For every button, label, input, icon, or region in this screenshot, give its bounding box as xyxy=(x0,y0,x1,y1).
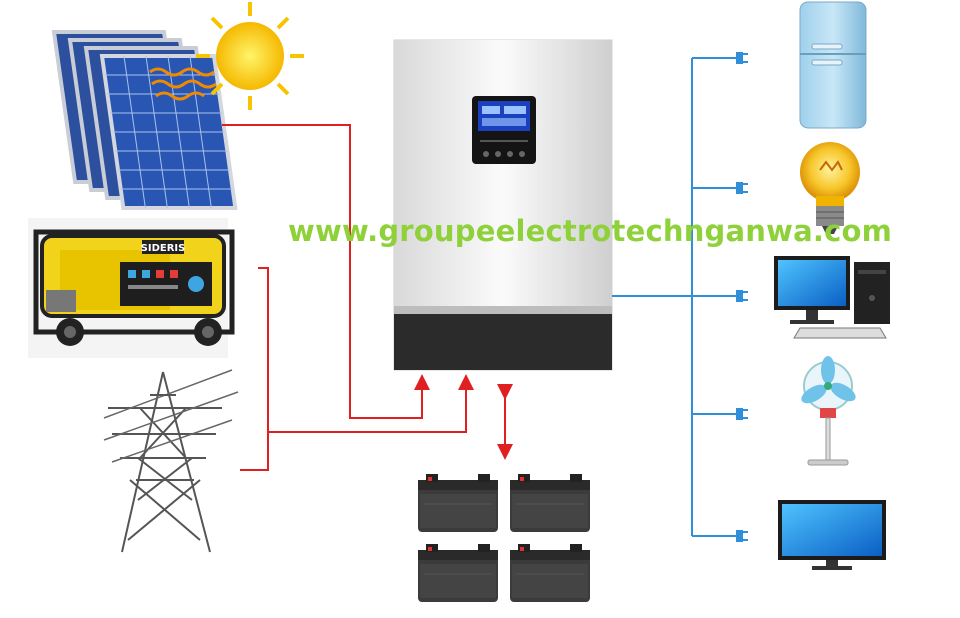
battery xyxy=(417,543,499,603)
load-wires xyxy=(612,57,736,537)
plug-icon xyxy=(736,290,748,302)
inverter-lcd-panel xyxy=(472,96,536,164)
battery xyxy=(509,543,591,603)
desktop-computer xyxy=(774,256,890,339)
heat-rays xyxy=(149,67,217,101)
refrigerator xyxy=(799,1,867,129)
standing-fan xyxy=(801,356,856,466)
generator-brand: SIDERIS xyxy=(141,243,186,254)
power-grid-pylon xyxy=(103,369,239,553)
solar-panels xyxy=(51,30,238,210)
battery xyxy=(417,473,499,533)
sun xyxy=(196,2,304,110)
generator: SIDERIS xyxy=(28,218,235,358)
battery-bank xyxy=(417,473,591,603)
website-watermark: www.groupeelectrotechnganwa.com xyxy=(288,214,893,248)
plug-icon xyxy=(736,182,748,194)
television xyxy=(778,500,886,570)
source-wires xyxy=(222,124,513,471)
hybrid-inverter xyxy=(393,39,613,371)
battery xyxy=(509,473,591,533)
plug-icons xyxy=(736,52,748,542)
plug-icon xyxy=(736,530,748,542)
plug-icon xyxy=(736,52,748,64)
light-bulb xyxy=(800,142,860,234)
plug-icon xyxy=(736,408,748,420)
